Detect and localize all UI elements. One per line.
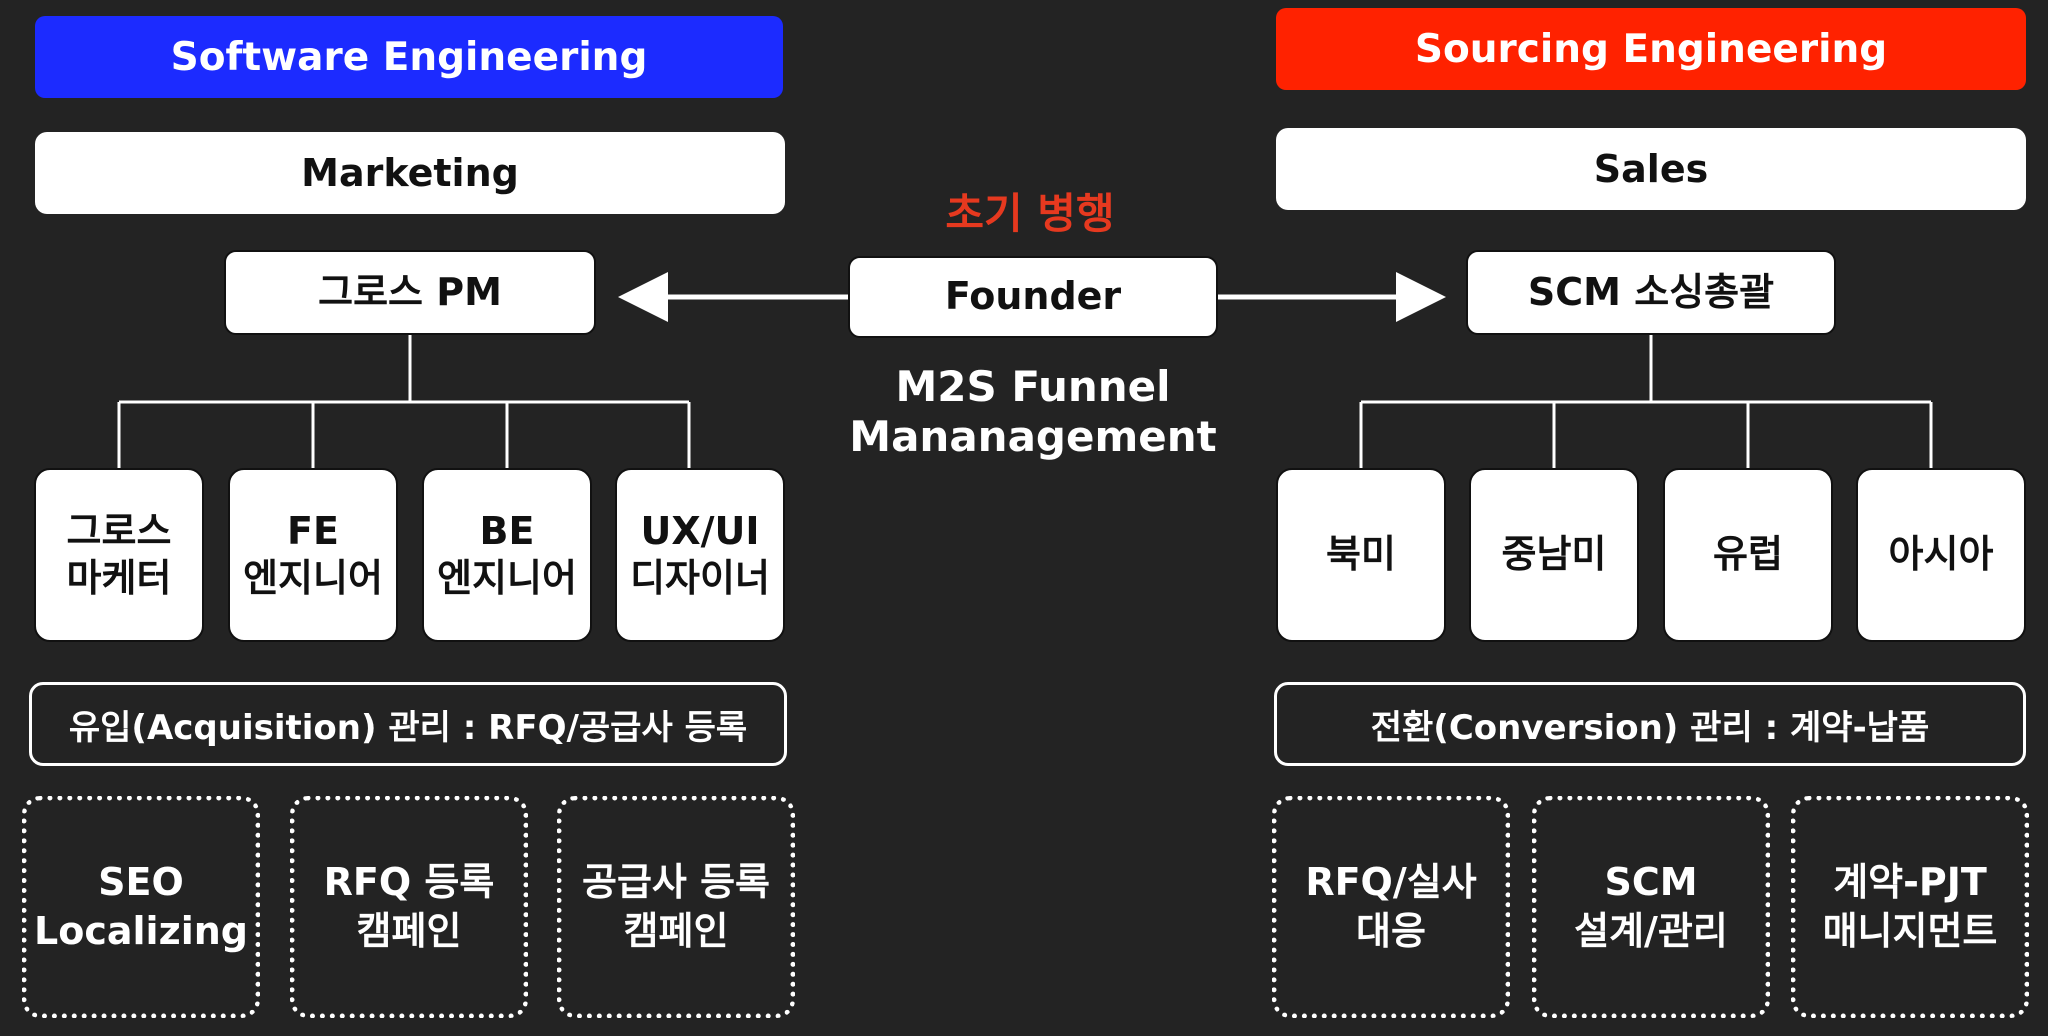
software-engineering-banner: Software Engineering — [35, 16, 783, 98]
founder-node: Founder — [848, 256, 1218, 338]
right-item-rfq-inspection: RFQ/실사 대응 — [1272, 796, 1510, 1018]
left-tree-lines — [117, 335, 691, 468]
funnel-label-line1: M2S Funnel — [895, 362, 1171, 411]
right-tile-north-america: 북미 — [1276, 468, 1446, 642]
right-tile-europe: 유럽 — [1663, 468, 1833, 642]
left-item-seo-localizing: SEO Localizing — [22, 796, 260, 1018]
acquisition-management-label: 유입(Acquisition) 관리 : RFQ/공급사 등록 — [29, 682, 787, 766]
right-tree-lines — [1359, 335, 1933, 468]
funnel-label-line2: Mananagement — [849, 412, 1217, 461]
left-item-supplier-campaign: 공급사 등록 캠페인 — [557, 796, 795, 1018]
sales-section: Sales — [1276, 128, 2026, 210]
right-item-scm-design: SCM 설계/관리 — [1532, 796, 1770, 1018]
growth-pm-node: 그로스 PM — [224, 250, 596, 335]
scm-head-node: SCM 소싱총괄 — [1466, 250, 1836, 335]
left-tile-be-engineer: BE 엔지니어 — [422, 468, 592, 642]
right-tile-asia: 아시아 — [1856, 468, 2026, 642]
right-tile-latin-america: 중남미 — [1469, 468, 1639, 642]
marketing-section: Marketing — [35, 132, 785, 214]
sourcing-engineering-banner: Sourcing Engineering — [1276, 8, 2026, 90]
right-item-contract-pjt: 계약-PJT 매니지먼트 — [1791, 796, 2029, 1018]
initial-parallel-label: 초기 병행 — [945, 189, 1115, 238]
left-tile-growth-marketer: 그로스 마케터 — [34, 468, 204, 642]
left-tile-fe-engineer: FE 엔지니어 — [228, 468, 398, 642]
left-item-rfq-campaign: RFQ 등록 캠페인 — [290, 796, 528, 1018]
left-tile-ux-ui-designer: UX/UI 디자이너 — [615, 468, 785, 642]
conversion-management-label: 전환(Conversion) 관리 : 계약-납품 — [1274, 682, 2026, 766]
